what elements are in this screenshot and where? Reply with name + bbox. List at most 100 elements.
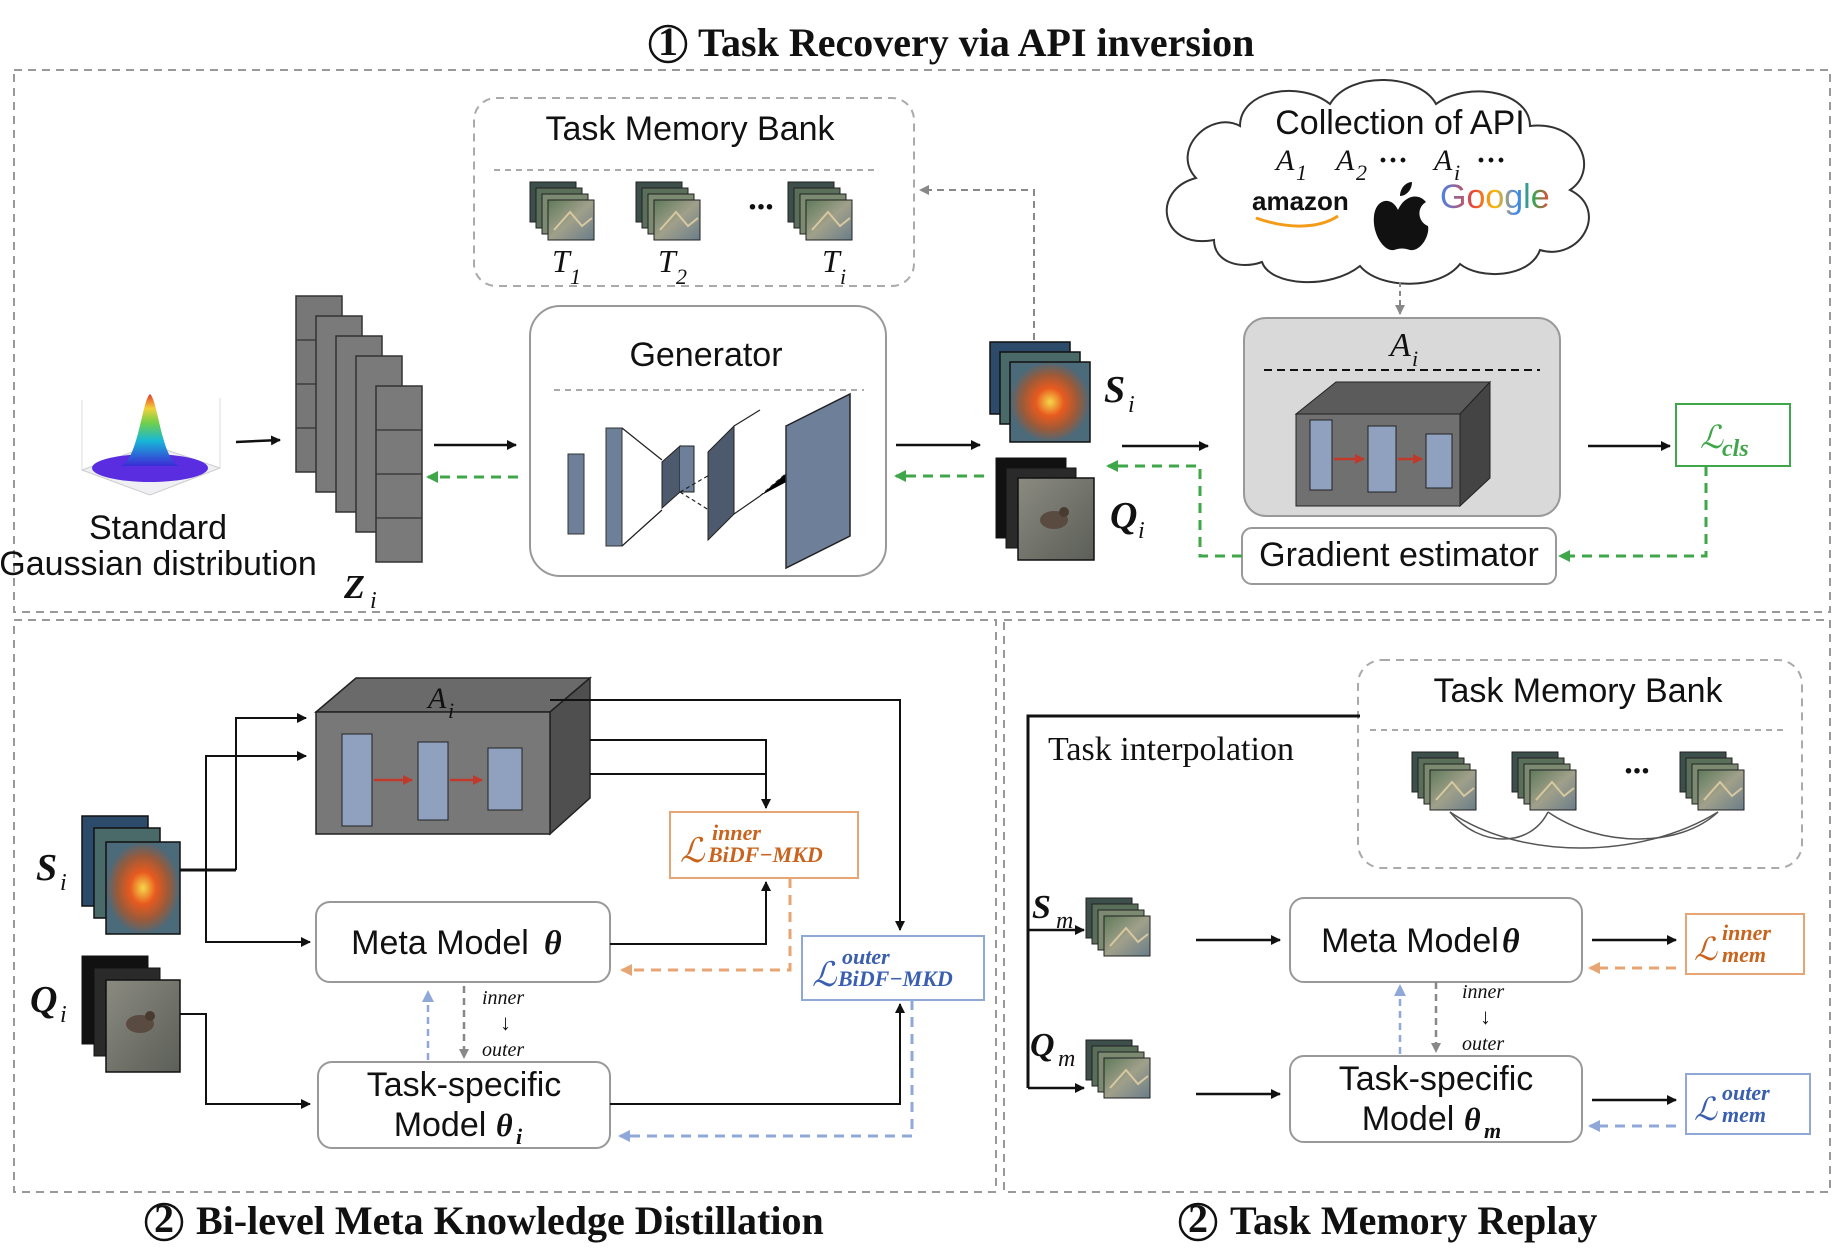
loss-cls-box: ℒ cls	[1675, 403, 1791, 467]
api-2-sub: 2	[1356, 160, 1367, 185]
replay-query-thumbs	[1085, 1039, 1151, 1099]
support-images-distill	[81, 815, 181, 935]
memory-bank-ellipsis: ···	[748, 189, 774, 226]
loss-cls-symbol: ℒ	[1700, 419, 1724, 455]
loss-inner-mem-sub: mem	[1722, 942, 1766, 967]
s-label-replay: S	[1032, 889, 1051, 926]
s-sub-distill: i	[60, 870, 67, 896]
section-distill: 2 Bi-level Meta Knowledge Distillation A…	[13, 619, 997, 1243]
loss-outer-mem-box: ℒ outer mem	[1685, 1073, 1811, 1135]
svg-text:···: ···	[1476, 144, 1506, 177]
outer-word: outer	[482, 1039, 524, 1061]
loss-outer-mem-symbol: ℒ	[1694, 1091, 1718, 1127]
s-label-top: S	[1104, 369, 1125, 411]
section-title: Task Recovery via API inversion	[698, 20, 1254, 65]
task-memory-bank-replay: Task Memory Bank ···	[1357, 659, 1803, 869]
gradient-estimator-box: Gradient estimator	[1241, 527, 1557, 585]
replay-support-thumbs	[1085, 897, 1151, 957]
gaussian-label-line1: Standard	[89, 509, 227, 547]
meta-model-label: Meta Model	[351, 924, 529, 962]
task-model-line1: Task-specific	[367, 1066, 562, 1104]
api-box-label: A	[1388, 327, 1411, 364]
task-model-theta: θ	[496, 1107, 513, 1143]
replay-down-arrow: ↓	[1480, 1004, 1491, 1029]
task-label-2: T	[658, 243, 678, 279]
api-1: A	[1274, 144, 1295, 177]
section-number: 1	[658, 19, 678, 64]
task-model-replay: Task-specific Model θ m	[1289, 1055, 1583, 1143]
memory-bank-title: Task Memory Bank	[545, 110, 835, 148]
replay-task-model-line1: Task-specific	[1339, 1060, 1534, 1098]
section-distill-frame	[13, 619, 997, 1193]
task-sub-1: 1	[570, 264, 581, 289]
z-subscript: i	[370, 588, 377, 614]
replay-inner-word: inner	[1462, 981, 1504, 1003]
gradient-estimator-label: Gradient estimator	[1259, 536, 1539, 574]
loss-inner-sup: inner	[712, 820, 761, 845]
replay-meta-model-theta: θ	[1502, 923, 1520, 960]
loss-inner-distill-box: ℒ inner BiDF−MKD	[669, 811, 859, 879]
task-model-line2: Model	[394, 1106, 487, 1144]
q-sub-replay: m	[1058, 1046, 1075, 1072]
replay-memory-bank-title: Task Memory Bank	[1433, 672, 1723, 710]
q-label-top: Q	[1110, 495, 1137, 537]
generator-title: Generator	[629, 336, 782, 374]
latent-z-stack	[295, 295, 423, 563]
api-box-distill: A i	[313, 676, 593, 836]
api-box-sub: i	[1412, 346, 1418, 371]
api-black-box: A i	[1243, 317, 1561, 517]
replay-thumb-1	[1411, 751, 1477, 811]
meta-model-replay: Meta Model θ	[1289, 897, 1583, 983]
api-2: A	[1334, 144, 1355, 177]
task-thumb-1	[529, 181, 595, 241]
replay-task-theta: θ	[1464, 1101, 1481, 1137]
replay-outer-word: outer	[1462, 1033, 1504, 1055]
google-logo: Google	[1440, 178, 1550, 216]
query-images-distill	[81, 955, 181, 1073]
down-arrow: ↓	[500, 1010, 511, 1035]
api-distill-sub: i	[448, 698, 454, 723]
task-thumb-i	[787, 181, 853, 241]
q-sub-distill: i	[60, 1002, 67, 1028]
api-collection-cloud: Collection of API A 1 A 2 ··· A i ··· am…	[1165, 79, 1590, 285]
replay-thumb-2	[1511, 751, 1577, 811]
task-sub-2: 2	[676, 264, 687, 289]
query-images-top	[995, 457, 1095, 561]
loss-outer-mem-sup: outer	[1722, 1080, 1770, 1105]
support-images-top	[989, 341, 1091, 443]
replay-meta-model-label: Meta Model	[1321, 922, 1499, 960]
replay-ellipsis: ···	[1624, 753, 1650, 790]
q-label-distill: Q	[30, 979, 57, 1021]
amazon-logo: amazon	[1252, 186, 1349, 216]
task-thumb-2	[635, 181, 701, 241]
loss-inner-mem-box: ℒ inner mem	[1685, 913, 1805, 975]
apple-logo-icon	[1373, 182, 1429, 251]
s-sub-replay: m	[1056, 908, 1073, 934]
section-replay-frame	[1003, 619, 1831, 1193]
section-number: 2	[1188, 1196, 1208, 1241]
loss-inner-mem-sup: inner	[1722, 920, 1771, 945]
loss-outer-distill-box: ℒ outer BiDF−MKD	[801, 935, 985, 1001]
api-distill-label: A	[426, 682, 447, 715]
section-title: Task Memory Replay	[1230, 1198, 1597, 1243]
loss-outer-sup: outer	[842, 944, 890, 969]
task-model-distill: Task-specific Model θ i	[317, 1061, 611, 1149]
meta-model-theta: θ	[544, 925, 562, 962]
task-sub-i: i	[840, 264, 846, 289]
task-memory-bank-top: Task Memory Bank ··· T 1 T 2 T i	[473, 97, 915, 289]
task-label-i: T	[822, 243, 842, 279]
loss-outer-symbol: ℒ	[812, 957, 838, 994]
inner-word: inner	[482, 987, 524, 1009]
api-cloud-title: Collection of API	[1275, 104, 1524, 142]
section-number: 2	[154, 1196, 174, 1241]
section-title: Bi-level Meta Knowledge Distillation	[196, 1198, 824, 1243]
loss-outer-sub: BiDF−MKD	[837, 966, 953, 991]
loss-cls-subscript: cls	[1722, 436, 1749, 462]
replay-task-model-line2: Model	[1362, 1100, 1455, 1138]
q-sub-top: i	[1138, 518, 1145, 544]
gaussian-label-line2: Gaussian distribution	[0, 545, 317, 583]
section-replay: 2 Task Memory Replay Task Memory Bank ··…	[1003, 619, 1831, 1243]
api-1-sub: 1	[1296, 160, 1307, 185]
task-interpolation-label: Task interpolation	[1048, 731, 1294, 768]
